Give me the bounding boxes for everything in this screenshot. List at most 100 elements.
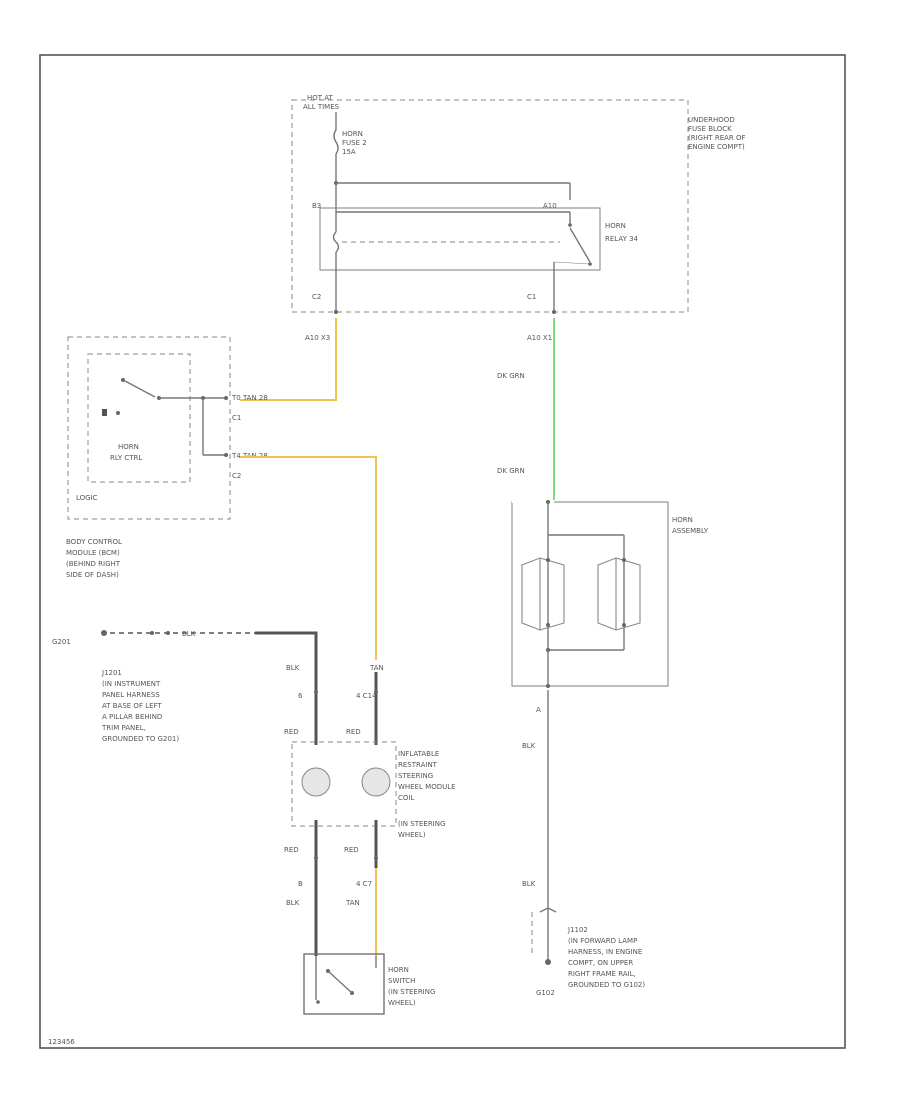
- horn-pin-a: A: [536, 706, 541, 714]
- horn-assembly-label-1: HORN: [672, 516, 693, 524]
- module-sub-2: WHEEL): [398, 831, 426, 839]
- switch-label-2: SWITCH: [388, 977, 415, 985]
- wire-tan-to-bcm-top: [240, 318, 337, 401]
- relay-label-1: HORN: [605, 222, 626, 230]
- bcm-inner-outline: [87, 353, 191, 483]
- j1102-label-5: RIGHT FRAME RAIL,: [568, 970, 636, 978]
- coil-left-bottom: RED: [284, 846, 299, 854]
- wire-a10-x3: A10 X3: [305, 334, 330, 342]
- pin-a10: A10: [543, 202, 557, 210]
- module-label-4: WHEEL MODULE: [398, 783, 456, 791]
- horn-2-icon: [597, 557, 617, 631]
- body-control-module: HORN RLY CTRL LOGIC T0 TAN 28 C1 T4 TAN …: [66, 336, 268, 579]
- diagram-frame: [39, 54, 846, 1049]
- relay-switch-contact: [569, 227, 591, 263]
- wire-dk-grn-1: DK GRN: [497, 372, 525, 380]
- splice-label-3: PANEL HARNESS: [102, 691, 160, 699]
- ground-splice-j1102: G102 J1102 (IN FORWARD LAMP HARNESS, IN …: [531, 907, 645, 997]
- horn-switch: HORN SWITCH (IN STEERING WHEEL): [303, 953, 435, 1015]
- switch-label-1: HORN: [388, 966, 409, 974]
- ground-wire-blk: BLK: [182, 630, 196, 638]
- wire-blk-to-steering: [255, 631, 318, 660]
- horn-assembly-label-2: ASSEMBLY: [672, 527, 709, 535]
- steering-wire-left-top: BLK: [286, 664, 300, 672]
- module-label-5: COIL: [398, 794, 414, 802]
- conn-c2: C2: [312, 293, 321, 301]
- bcm-logic: LOGIC: [76, 494, 98, 502]
- steering-wire-right-bottom: TAN: [345, 899, 360, 907]
- hot-label-1: HOT AT: [307, 94, 334, 102]
- bcm-label-4: SIDE OF DASH): [66, 571, 119, 579]
- splice-label-1: J1201: [101, 669, 122, 677]
- steering-wire-left-bottom: BLK: [286, 899, 300, 907]
- switch-label-4: WHEEL): [388, 999, 416, 1007]
- bcm-wire-top: T0 TAN 28: [231, 394, 268, 402]
- wire-tan-to-steering: [240, 456, 377, 660]
- bcm-relay-ctrl-1: HORN: [118, 443, 139, 451]
- horn-relay-box: [319, 207, 601, 271]
- module-label-2: RESTRAINT: [398, 761, 438, 769]
- j1102-label-1: J1102: [567, 926, 588, 934]
- coil-left-icon: [301, 767, 331, 797]
- steering-pin-left-bottom: B: [298, 880, 303, 888]
- splice-label-4: AT BASE OF LEFT: [102, 702, 162, 710]
- j1102-label-4: COMPT, ON UPPER: [568, 959, 633, 967]
- coil-right-icon: [361, 767, 391, 797]
- bcm-label-2: MODULE (BCM): [66, 549, 120, 557]
- horn-switch-box: [303, 953, 385, 1015]
- pin-b3: B3: [312, 202, 321, 210]
- bcm-pin-bottom: C2: [232, 472, 241, 480]
- horn-assembly: HORN ASSEMBLY: [511, 500, 709, 688]
- bcm-switch-icon: [124, 380, 156, 398]
- bcm-label-1: BODY CONTROL: [66, 538, 122, 546]
- relay-label-2: RELAY 34: [605, 235, 639, 243]
- bcm-outline: [67, 336, 231, 520]
- ground-splice-j1201: G201 BLK J1201 (IN INSTRUMENT PANEL HARN…: [52, 630, 318, 743]
- j1102-label-3: HARNESS, IN ENGINE: [568, 948, 642, 956]
- wire-a10-x1: A10 X1: [527, 334, 552, 342]
- steering-pin-right-bottom: 4 C7: [356, 880, 372, 888]
- steering-wire-right-top: TAN: [369, 664, 384, 672]
- horn-assembly-box: [511, 501, 669, 687]
- horn-wire-blk-bottom: BLK: [522, 880, 536, 888]
- horn-1-icon: [521, 557, 541, 631]
- fuse-label-2: FUSE 2: [342, 139, 367, 147]
- coil-right-bottom: RED: [344, 846, 359, 854]
- splice-label-5: A PILLAR BEHIND: [102, 713, 162, 721]
- hot-label-2: ALL TIMES: [303, 103, 340, 111]
- splice-label-7: GROUNDED TO G201): [102, 735, 179, 743]
- fuse-block-outline: [291, 99, 689, 313]
- diagram-code: 123456: [48, 1038, 75, 1046]
- bcm-output-icon: [102, 409, 107, 416]
- steering-wheel-module: BLK 6 4 C14 RED RED INFLATABLE RESTRAINT…: [284, 660, 456, 956]
- block-label-3: (RIGHT REAR OF: [688, 134, 746, 142]
- relay-coil-icon: [332, 231, 340, 253]
- block-label-1: UNDERHOOD: [688, 116, 735, 124]
- module-label-1: INFLATABLE: [398, 750, 439, 758]
- steering-pin-right-top: 4 C14: [356, 692, 377, 700]
- switch-label-3: (IN STEERING: [388, 988, 435, 996]
- j1102-label-6: GROUNDED TO G102): [568, 981, 645, 989]
- underhood-fuse-block: HOT AT ALL TIMES HORN FUSE 2 15A UNDERHO…: [291, 94, 746, 342]
- splice-label-6: TRIM PANEL,: [101, 724, 146, 732]
- module-sub-1: (IN STEERING: [398, 820, 445, 828]
- horn-wire-blk-mid: BLK: [522, 742, 536, 750]
- conn-c1: C1: [527, 293, 536, 301]
- ground-g201-icon: [101, 630, 107, 636]
- j1102-label-2: (IN FORWARD LAMP: [568, 937, 637, 945]
- horn-switch-contact-icon: [327, 970, 353, 994]
- fuse-label-1: HORN: [342, 130, 363, 138]
- bcm-pin-top: C1: [232, 414, 241, 422]
- fuse-icon: [333, 129, 339, 155]
- ground-g102-label: G102: [536, 989, 555, 997]
- module-label-3: STEERING: [398, 772, 433, 780]
- bcm-label-3: (BEHIND RIGHT: [66, 560, 121, 568]
- block-label-4: ENGINE COMPT): [688, 143, 745, 151]
- wire-dk-grn-2: DK GRN: [497, 467, 525, 475]
- steering-pin-left-top: 6: [298, 692, 303, 700]
- block-label-2: FUSE BLOCK: [688, 125, 732, 133]
- bcm-relay-ctrl-2: RLY CTRL: [110, 454, 142, 462]
- splice-label-2: (IN INSTRUMENT: [102, 680, 161, 688]
- ground-g201-label: G201: [52, 638, 71, 646]
